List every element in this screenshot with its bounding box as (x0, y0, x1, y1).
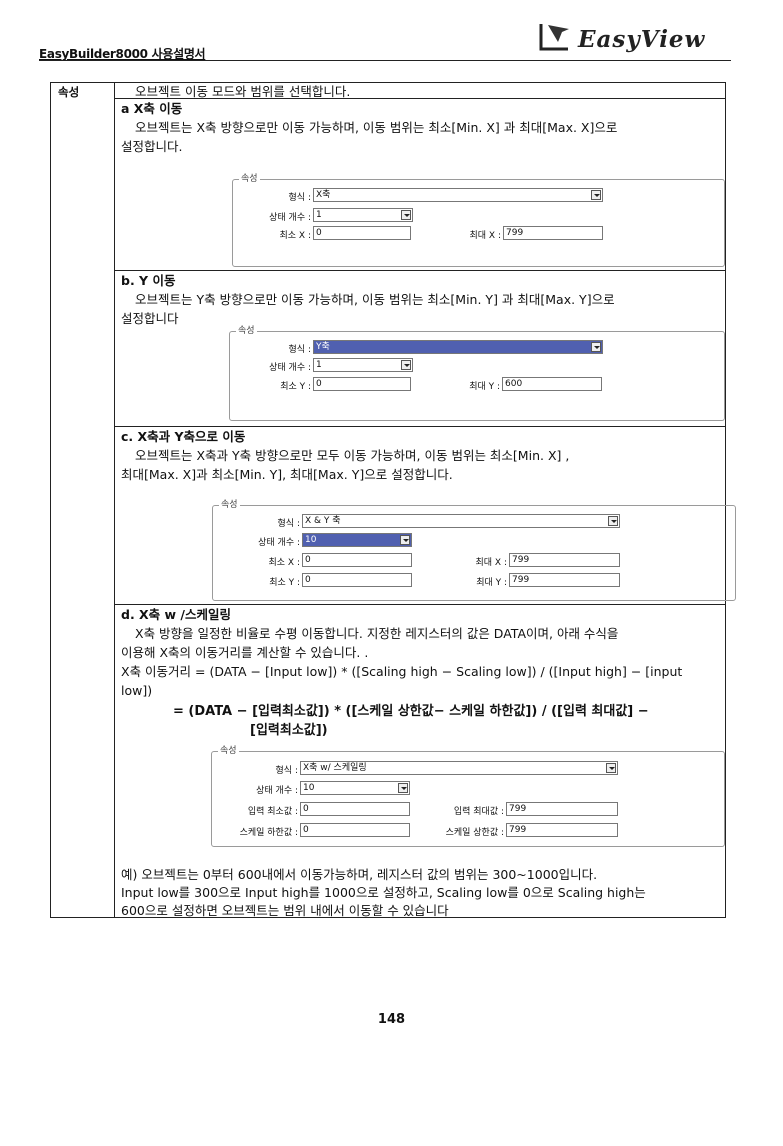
section-d-text-1: X축 방향을 일정한 비율로 수평 이동합니다. 지정한 레지스터의 값은 DA… (135, 626, 619, 641)
scaling-low-label: 스케일 하한값 : (239, 828, 298, 838)
section-c-text-2: 최대[Max. X]과 최소[Min. Y], 최대[Max. Y]으로 설정합… (121, 467, 453, 482)
section-d-text-4: low]) (121, 683, 153, 698)
states-select[interactable]: 10 (300, 781, 410, 795)
min-y-input[interactable]: 0 (313, 377, 411, 391)
chevron-down-icon[interactable] (591, 342, 601, 352)
max-x-label: 최대 X : (475, 558, 507, 568)
intro-text: 오브젝트 이동 모드와 범위를 선택합니다. (135, 84, 351, 99)
brand-name: EasyView (578, 26, 706, 53)
section-c: c. X축과 Y축으로 이동 오브젝트는 X축과 Y축 방향으로만 모두 이동 … (115, 426, 736, 604)
formula-line-1: = (DATA − [입력최소값]) * ([스케일 상한값− 스케일 하한값]… (173, 704, 649, 719)
example-text-3: 600으로 설정하면 오브젝트는 범위 내에서 이동할 수 있습니다 (121, 903, 449, 918)
min-x-label: 최소 X : (279, 231, 311, 241)
type-label: 형식 : (275, 766, 298, 776)
input-low-input[interactable]: 0 (300, 802, 410, 816)
type-select[interactable]: X축 (313, 188, 603, 202)
min-y-label: 최소 Y : (269, 578, 300, 588)
chevron-down-icon[interactable] (401, 210, 411, 220)
states-select[interactable]: 1 (313, 358, 413, 372)
section-a-text-1: 오브젝트는 X축 방향으로만 이동 가능하며, 이동 범위는 최소[Min. X… (135, 120, 618, 135)
chevron-down-icon[interactable] (608, 516, 618, 526)
panel-legend: 속성 (239, 171, 260, 184)
section-a-panel: 속성 형식 : X축 상태 개수 : 1 최소 X : 0 최대 X : 799 (232, 171, 725, 267)
document-title: EasyBuilder8000 사용설명서 (39, 47, 206, 61)
example-text-2: Input low를 300으로 Input high를 1000으로 설정하고… (121, 885, 646, 900)
section-c-panel: 속성 형식 : X & Y 축 상태 개수 : 10 최소 X : 0 최대 X… (212, 497, 736, 601)
section-b-text-1: 오브젝트는 Y축 방향으로만 이동 가능하며, 이동 범위는 최소[Min. Y… (135, 292, 615, 307)
section-d-panel: 속성 형식 : X축 w/ 스케일링 상태 개수 : 10 입력 최소값 : 0… (211, 743, 725, 847)
max-y-label: 최대 Y : (476, 578, 507, 588)
chevron-down-icon[interactable] (401, 360, 411, 370)
example-text-1: 예) 오브젝트는 0부터 600내에서 이동가능하며, 레지스터 값의 범위는 … (121, 867, 598, 882)
type-select[interactable]: Y축 (313, 340, 603, 354)
states-label: 상태 개수 : (258, 538, 300, 548)
states-select[interactable]: 1 (313, 208, 413, 222)
max-x-label: 최대 X : (469, 231, 501, 241)
property-label: 속성 (58, 85, 80, 99)
min-x-label: 최소 X : (268, 558, 300, 568)
scaling-high-label: 스케일 상한값 : (445, 828, 504, 838)
section-b: b. Y 이동 오브젝트는 Y축 방향으로만 이동 가능하며, 이동 범위는 최… (115, 270, 726, 426)
input-high-label: 입력 최대값 : (453, 807, 504, 817)
section-d-text-3: X축 이동거리 = (DATA − [Input low]) * ([Scali… (121, 664, 683, 679)
section-b-heading: b. Y 이동 (121, 273, 176, 288)
min-x-input[interactable]: 0 (302, 553, 412, 567)
property-table (50, 82, 726, 918)
easyview-logo-icon (539, 24, 569, 51)
section-a: a X축 이동 오브젝트는 X축 방향으로만 이동 가능하며, 이동 범위는 최… (115, 98, 726, 270)
max-y-input[interactable]: 600 (502, 377, 602, 391)
chevron-down-icon[interactable] (398, 783, 408, 793)
states-select[interactable]: 10 (302, 533, 412, 547)
header-rule (39, 60, 731, 61)
scaling-low-input[interactable]: 0 (300, 823, 410, 837)
label-column: 속성 (50, 82, 115, 918)
min-x-input[interactable]: 0 (313, 226, 411, 240)
section-d-text-2: 이용해 X축의 이동거리를 계산할 수 있습니다. . (121, 645, 369, 660)
panel-legend: 속성 (219, 497, 240, 510)
section-c-text-1: 오브젝트는 X축과 Y축 방향으로만 모두 이동 가능하며, 이동 범위는 최소… (135, 448, 570, 463)
states-label: 상태 개수 : (269, 363, 311, 373)
type-label: 형식 : (288, 193, 311, 203)
section-a-heading: a X축 이동 (121, 101, 183, 116)
section-b-panel: 속성 형식 : Y축 상태 개수 : 1 최소 Y : 0 최대 Y : 600 (229, 323, 725, 421)
panel-legend: 속성 (236, 323, 257, 336)
min-y-label: 최소 Y : (280, 382, 311, 392)
section-b-text-2: 설정합니다 (121, 311, 179, 326)
max-x-input[interactable]: 799 (503, 226, 603, 240)
type-select[interactable]: X축 w/ 스케일링 (300, 761, 618, 775)
chevron-down-icon[interactable] (606, 763, 616, 773)
type-label: 형식 : (277, 519, 300, 529)
section-d-heading: d. X축 w /스케일링 (121, 607, 232, 622)
type-select[interactable]: X & Y 축 (302, 514, 620, 528)
section-d: d. X축 w /스케일링 X축 방향을 일정한 비율로 수평 이동합니다. 지… (115, 604, 726, 918)
max-y-label: 최대 Y : (469, 382, 500, 392)
min-y-input[interactable]: 0 (302, 573, 412, 587)
formula-line-2: [입력최소값]) (250, 723, 328, 738)
states-label: 상태 개수 : (269, 213, 311, 223)
type-label: 형식 : (288, 345, 311, 355)
page-number: 148 (377, 1012, 406, 1027)
section-a-text-2: 설정합니다. (121, 139, 183, 154)
max-x-input[interactable]: 799 (509, 553, 620, 567)
scaling-high-input[interactable]: 799 (506, 823, 618, 837)
chevron-down-icon[interactable] (400, 535, 410, 545)
max-y-input[interactable]: 799 (509, 573, 620, 587)
input-high-input[interactable]: 799 (506, 802, 618, 816)
chevron-down-icon[interactable] (591, 190, 601, 200)
panel-legend: 속성 (218, 743, 239, 756)
states-label: 상태 개수 : (256, 786, 298, 796)
brand-logo: EasyView (538, 20, 718, 60)
section-c-heading: c. X축과 Y축으로 이동 (121, 429, 246, 444)
input-low-label: 입력 최소값 : (247, 807, 298, 817)
